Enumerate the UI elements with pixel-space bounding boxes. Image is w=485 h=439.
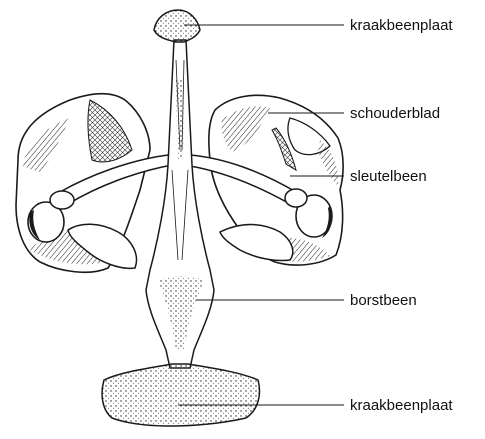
label-bottom-cartilage-plate: kraakbeenplaat	[350, 398, 453, 413]
label-top-cartilage-plate: kraakbeenplaat	[350, 18, 453, 33]
sternum	[146, 40, 214, 368]
top-cartilage-plate	[154, 10, 200, 42]
label-scapula: schouderblad	[350, 106, 440, 121]
bottom-cartilage-plate	[102, 364, 259, 426]
label-sternum: borstbeen	[350, 293, 417, 308]
label-clavicle: sleutelbeen	[350, 169, 427, 184]
